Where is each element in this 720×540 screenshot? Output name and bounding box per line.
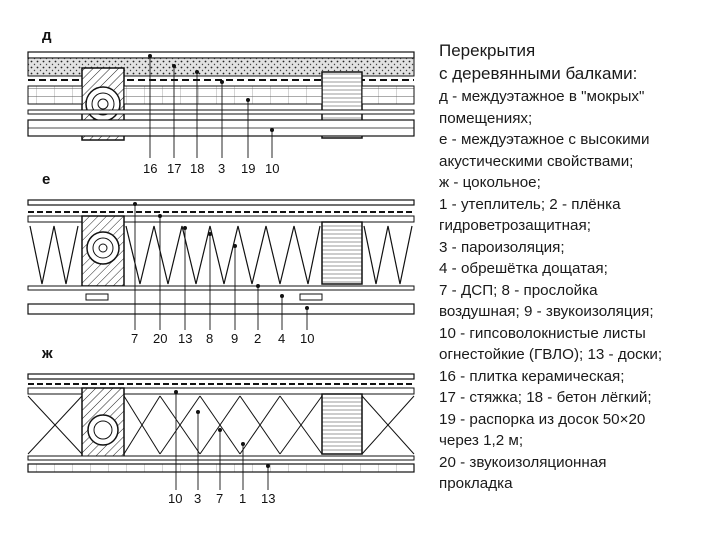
- legend-line: 7 - ДСП; 8 - прослойка: [439, 281, 598, 299]
- legend-line: огнестойкие (ГВЛО); 13 - доски;: [439, 346, 663, 363]
- callout-d-10: 10: [265, 161, 279, 176]
- section-zh: ж: [27, 345, 415, 506]
- callout-zh-10: 10: [168, 491, 182, 506]
- section-e-callouts: 7 20 13 8 9 2 4 10: [131, 331, 314, 346]
- legend-line: помещениях;: [439, 109, 533, 127]
- section-e-drawing: [27, 199, 415, 330]
- callout-zh-3: 3: [194, 491, 201, 506]
- callout-e-4: 4: [278, 331, 285, 346]
- legend-line: е - междуэтажное с высокими: [439, 131, 650, 148]
- section-e-letter: е: [42, 171, 50, 188]
- legend-line: 1 - утеплитель; 2 - плёнка: [439, 195, 621, 213]
- callout-e-10: 10: [300, 331, 314, 346]
- callout-e-8: 8: [206, 331, 213, 346]
- section-d-letter: д: [42, 27, 52, 44]
- section-d-drawing: [27, 51, 415, 158]
- legend-line: прокладка: [439, 475, 513, 492]
- legend-line: 17 - стяжка; 18 - бетон лёгкий;: [439, 389, 652, 406]
- callout-d-18: 18: [190, 161, 204, 176]
- legend-line: через 1,2 м;: [439, 432, 524, 449]
- callout-d-16: 16: [143, 161, 157, 176]
- legend-title-line: Перекрытия: [439, 41, 536, 60]
- callout-e-9: 9: [231, 331, 238, 346]
- callout-d-19: 19: [241, 161, 255, 176]
- legend-line: ж - цокольное;: [439, 174, 541, 191]
- legend-line: 3 - пароизоляция;: [439, 238, 565, 256]
- callout-e-20: 20: [153, 331, 167, 346]
- callout-zh-1: 1: [239, 491, 246, 506]
- section-d-callouts: 16 17 18 3 19 10: [143, 161, 279, 176]
- section-zh-letter: ж: [41, 345, 53, 362]
- section-d: д: [27, 27, 415, 176]
- legend-line: 10 - гипсоволокнистые листы: [439, 324, 646, 342]
- legend-line: 16 - плитка керамическая;: [439, 367, 625, 385]
- section-zh-callouts: 10 3 7 1 13: [168, 491, 275, 506]
- legend-line: 4 - обрешётка дощатая;: [439, 260, 608, 277]
- legend-title-line: с деревянными балками:: [439, 64, 638, 83]
- callout-zh-7: 7: [216, 491, 223, 506]
- section-zh-drawing: [27, 373, 415, 490]
- callout-e-2: 2: [254, 331, 261, 346]
- callout-d-17: 17: [167, 161, 181, 176]
- floor-sections-drawing: д: [27, 27, 415, 506]
- callout-d-3: 3: [218, 161, 225, 176]
- legend-line: акустическими свойствами;: [439, 152, 634, 170]
- legend-line: гидроветрозащитная;: [439, 217, 591, 234]
- callout-e-7: 7: [131, 331, 138, 346]
- section-e: е: [27, 171, 415, 346]
- legend-line: воздушная; 9 - звукоизоляция;: [439, 303, 654, 320]
- legend: Перекрытия с деревянными балками: д - ме…: [439, 40, 717, 495]
- callout-e-13: 13: [178, 331, 192, 346]
- legend-line: 20 - звукоизоляционная: [439, 453, 607, 471]
- legend-line: 19 - распорка из досок 50×20: [439, 410, 646, 428]
- callout-zh-13: 13: [261, 491, 275, 506]
- legend-line: д - междуэтажное в "мокрых": [439, 88, 645, 105]
